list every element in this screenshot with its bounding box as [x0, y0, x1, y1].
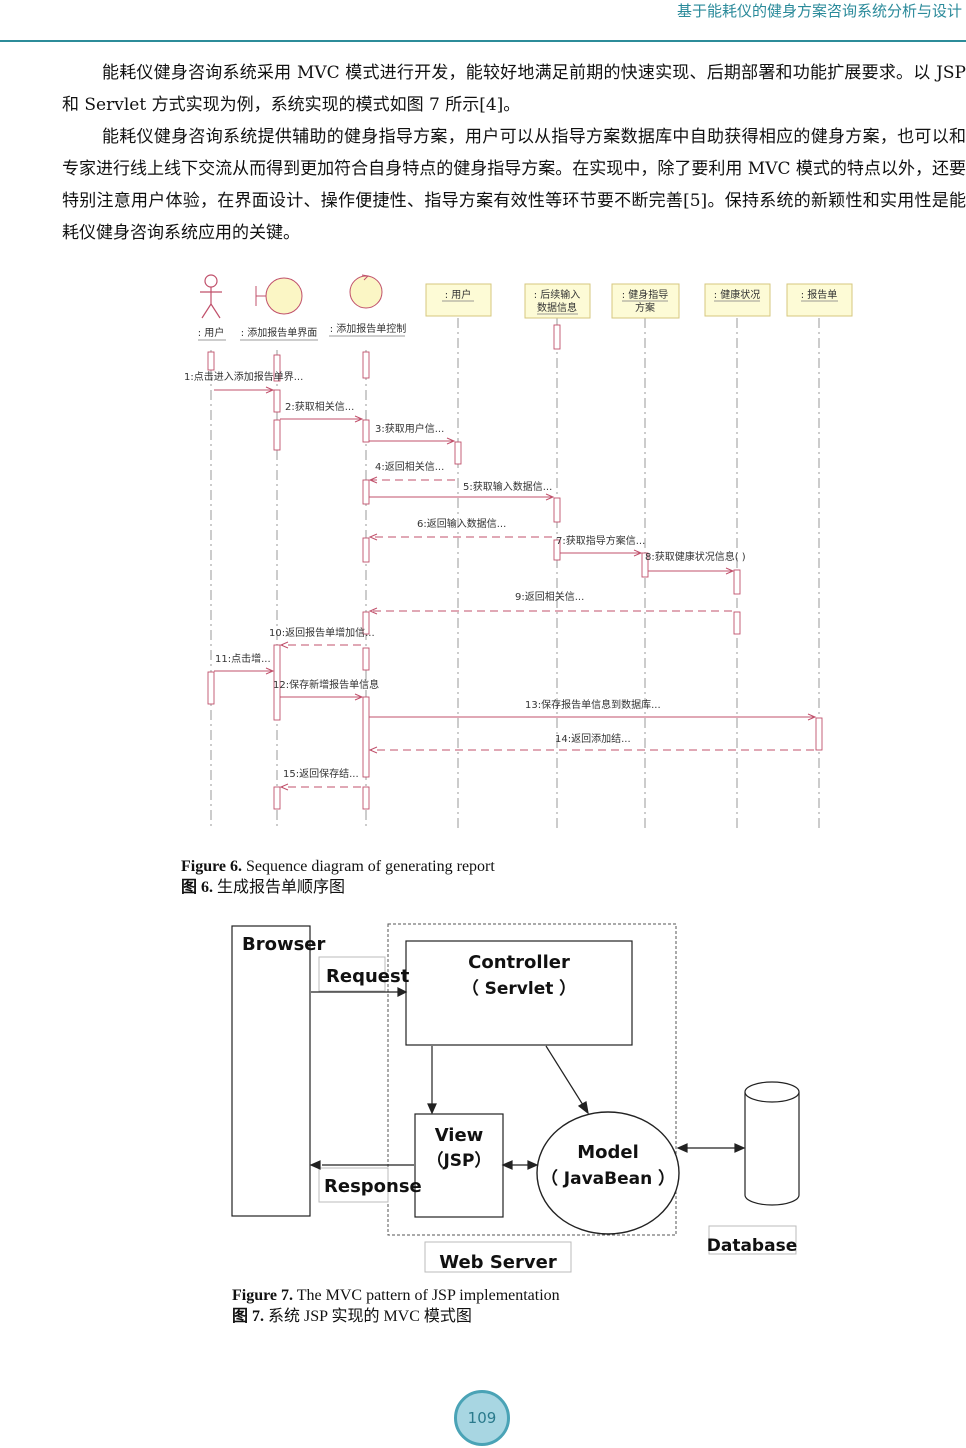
lifeline-label-2: : 添加报告单界面 — [241, 326, 318, 339]
request-label-box — [318, 956, 386, 992]
database-cylinder-icon — [744, 1081, 800, 1206]
message-label-2: 2:获取相关信... — [285, 400, 354, 413]
model-sub-label: （ JavaBean ） — [541, 1168, 675, 1189]
lifeline-label-5b: 数据信息 — [537, 301, 577, 314]
controller-label: Controller — [468, 952, 570, 973]
view-box — [414, 1113, 504, 1218]
message-label-9: 9:返回相关信... — [515, 590, 584, 603]
activation — [362, 696, 370, 778]
entity-box-user — [425, 283, 492, 317]
entity-box-health — [704, 283, 771, 317]
activation — [273, 786, 281, 810]
activation — [362, 419, 370, 443]
activation — [362, 351, 370, 379]
browser-label: Browser — [242, 934, 326, 955]
browser-box — [231, 925, 311, 1217]
activation — [207, 671, 215, 705]
message-label-13: 13:保存报告单信息到数据库... — [525, 698, 661, 711]
lifeline-label-6b: 方案 — [635, 301, 655, 314]
lifeline-label-8: : 报告单 — [801, 288, 838, 301]
view-label: View — [435, 1125, 484, 1146]
message-label-15: 15:返回保存结... — [283, 767, 359, 780]
control-icon — [349, 274, 383, 309]
page-number: 109 — [467, 1409, 497, 1427]
entity-box-report — [786, 283, 853, 317]
controller-to-model-arrow — [545, 1045, 584, 1106]
figure-6-title-cn: 生成报告单顺序图 — [213, 879, 346, 896]
response-label: Response — [324, 1176, 422, 1197]
model-ellipse — [536, 1111, 680, 1235]
lifeline-label-6a: : 健身指导 — [622, 288, 669, 301]
controller-sub-label: （ Servlet ） — [462, 978, 577, 999]
boundary-icon — [255, 277, 303, 315]
lifeline-label-5a: : 后续输入 — [534, 288, 581, 301]
activation — [641, 552, 649, 578]
message-label-10: 10:返回报告单增加信... — [269, 626, 375, 639]
figure-6-label-en: Figure 6. — [181, 858, 243, 875]
running-header: 基于能耗仪的健身方案咨询系统分析与设计 — [0, 0, 966, 42]
figure-7-caption: Figure 7. The MVC pattern of JSP impleme… — [232, 1285, 560, 1327]
paragraph-1: 能耗仪健身咨询系统采用 MVC 模式进行开发，能较好地满足前期的快速实现、后期部… — [62, 63, 966, 115]
activation — [362, 479, 370, 505]
web-server-label: Web Server — [439, 1252, 557, 1273]
activation — [207, 351, 215, 371]
page-number-badge: 109 — [454, 1390, 510, 1446]
message-label-1: 1:点击进入添加报告单界... — [184, 370, 303, 383]
activation — [815, 717, 823, 751]
lifeline-label-7: : 健康状况 — [714, 288, 761, 301]
view-sub-label: （JSP） — [426, 1150, 491, 1171]
message-label-3: 3:获取用户信... — [375, 422, 444, 435]
web-server-boundary — [387, 923, 677, 1236]
message-label-11: 11:点击增... — [215, 652, 271, 665]
activation — [273, 354, 281, 382]
activation — [362, 786, 370, 810]
lifeline-label-3: : 添加报告单控制 — [330, 322, 407, 335]
activation — [273, 419, 281, 451]
message-label-14: 14:返回添加结... — [555, 732, 631, 745]
activation — [362, 611, 370, 635]
model-label: Model — [577, 1142, 639, 1163]
figure-7-label-en: Figure 7. — [232, 1287, 294, 1304]
activation — [733, 611, 741, 635]
activation — [273, 644, 281, 721]
running-title: 基于能耗仪的健身方案咨询系统分析与设计 — [676, 2, 962, 20]
activation — [553, 324, 561, 350]
message-label-6: 6:返回输入数据信... — [417, 517, 506, 530]
activation — [553, 497, 561, 523]
entity-box-input — [524, 283, 591, 319]
figure-7-title-cn: 系统 JSP 实现的 MVC 模式图 — [264, 1308, 472, 1325]
mvc-diagram: Browser Request Response Controller （ Se… — [231, 923, 800, 1273]
response-label-box — [318, 1167, 389, 1203]
message-label-4: 4:返回相关信... — [375, 460, 444, 473]
message-label-5: 5:获取输入数据信... — [463, 480, 552, 493]
sequence-diagram: : 用户 : 添加报告单界面 : 添加报告单控制 : 用户 : 后续输入 数据信… — [184, 274, 853, 830]
lifeline-label-1: : 用户 — [198, 326, 225, 339]
activation — [362, 647, 370, 671]
activation — [733, 569, 741, 595]
database-label: Database — [707, 1236, 797, 1256]
activation — [273, 389, 281, 413]
figure-6-label-cn: 图 6. — [181, 879, 214, 896]
paragraph-2: 能耗仪健身咨询系统提供辅助的健身指导方案，用户可以从指导方案数据库中自助获得相应… — [62, 127, 966, 243]
message-label-8: 8:获取健康状况信息( ) — [645, 550, 746, 563]
user-actor-icon — [200, 274, 222, 319]
lifeline-label-4: : 用户 — [445, 288, 472, 301]
database-label-box — [708, 1225, 797, 1255]
activation — [454, 441, 462, 465]
figure-7-label-cn: 图 7. — [232, 1308, 265, 1325]
figure-6-title-en: Sequence diagram of generating report — [242, 858, 495, 875]
web-server-label-box — [424, 1241, 572, 1273]
message-label-7: 7:获取指导方案信... — [556, 534, 645, 547]
controller-box — [405, 940, 633, 1046]
activation — [553, 539, 561, 561]
message-label-12: 12:保存新增报告单信息 — [273, 678, 379, 691]
figure-7-title-en: The MVC pattern of JSP implementation — [293, 1287, 560, 1304]
activation — [362, 537, 370, 563]
figure-6-caption: Figure 6. Sequence diagram of generating… — [181, 856, 495, 898]
request-label: Request — [326, 966, 410, 987]
